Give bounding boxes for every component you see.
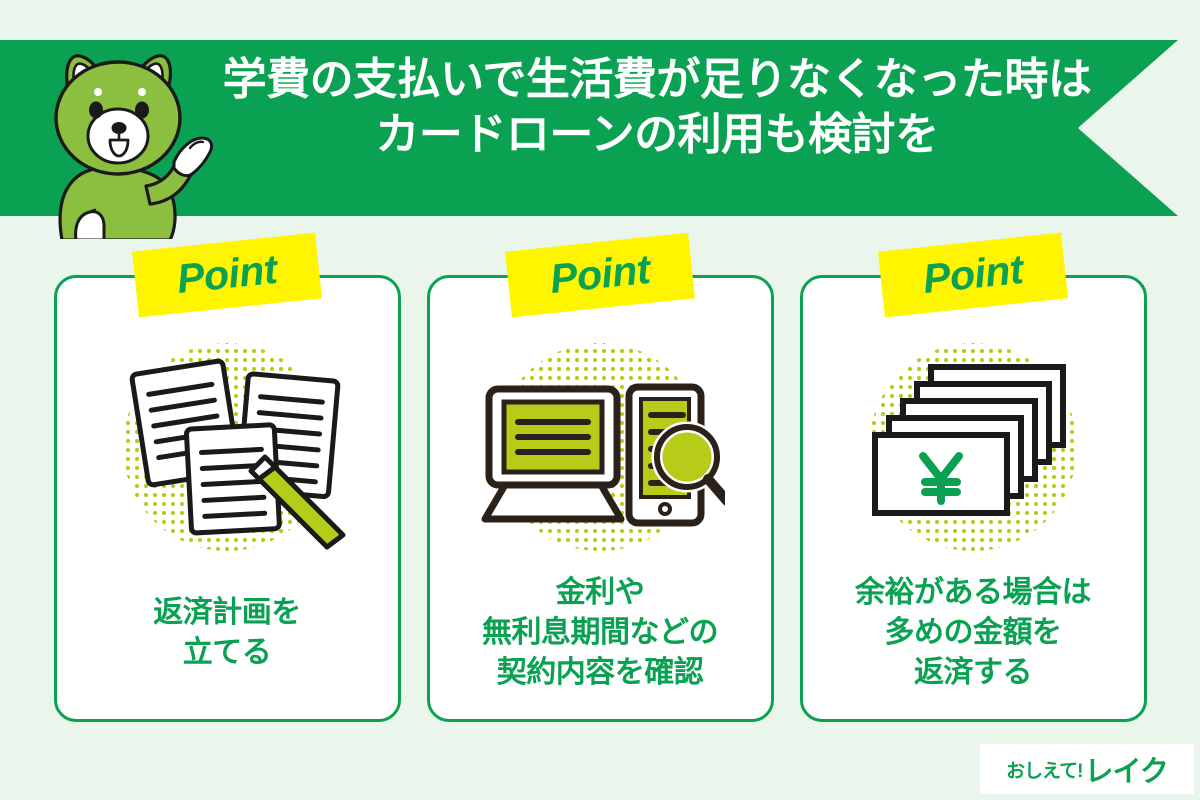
point-card-1-caption: 返済計画を 立てる xyxy=(57,593,398,673)
header-banner xyxy=(0,40,1178,216)
point-card-3-caption: 余裕がある場合は 多めの金額を 返済する xyxy=(803,573,1144,693)
point-card-2-caption: 金利や 無利息期間などの 契約内容を確認 xyxy=(430,573,771,693)
point-badge-label: Point xyxy=(547,245,652,302)
points-card-row: Point xyxy=(0,232,1200,725)
caption-line: 金利や xyxy=(555,576,645,610)
logo-prefix: おしえて! xyxy=(1006,760,1083,782)
point-badge-3: Point xyxy=(878,232,1068,318)
banner-title: 学費の支払いで生活費が足りなくなった時は カードローンの利用も検討を xyxy=(182,52,1132,163)
banner-title-line1: 学費の支払いで生活費が足りなくなった時は xyxy=(222,55,1092,104)
point-card-1: Point xyxy=(53,232,401,722)
banner-title-line2: カードローンの利用も検討を xyxy=(375,110,939,160)
caption-line: 返済計画を xyxy=(153,596,301,630)
stacked-banknotes-yen-icon xyxy=(803,330,1144,562)
laptop-tablet-magnifier-icon xyxy=(430,330,771,562)
caption-line: 余裕がある場合は xyxy=(855,576,1092,610)
caption-line: 無利息期間などの xyxy=(482,616,719,650)
documents-with-pencil-icon xyxy=(57,330,398,562)
point-badge-label: Point xyxy=(174,245,279,302)
green-dog-mascot xyxy=(24,44,224,242)
oshiete-lake-logo: おしえて! レイク xyxy=(980,744,1194,794)
caption-line: 返済する xyxy=(914,656,1033,690)
point-badge-1: Point xyxy=(132,232,322,318)
caption-line: 多めの金額を xyxy=(884,616,1063,650)
point-badge-2: Point xyxy=(505,232,695,318)
caption-line: 契約内容を確認 xyxy=(496,656,704,690)
point-card-2: Point xyxy=(426,232,774,722)
point-badge-label: Point xyxy=(920,245,1025,302)
point-card-3: Point xyxy=(799,232,1147,722)
logo-name: レイク xyxy=(1084,756,1168,788)
caption-line: 立てる xyxy=(182,636,272,670)
